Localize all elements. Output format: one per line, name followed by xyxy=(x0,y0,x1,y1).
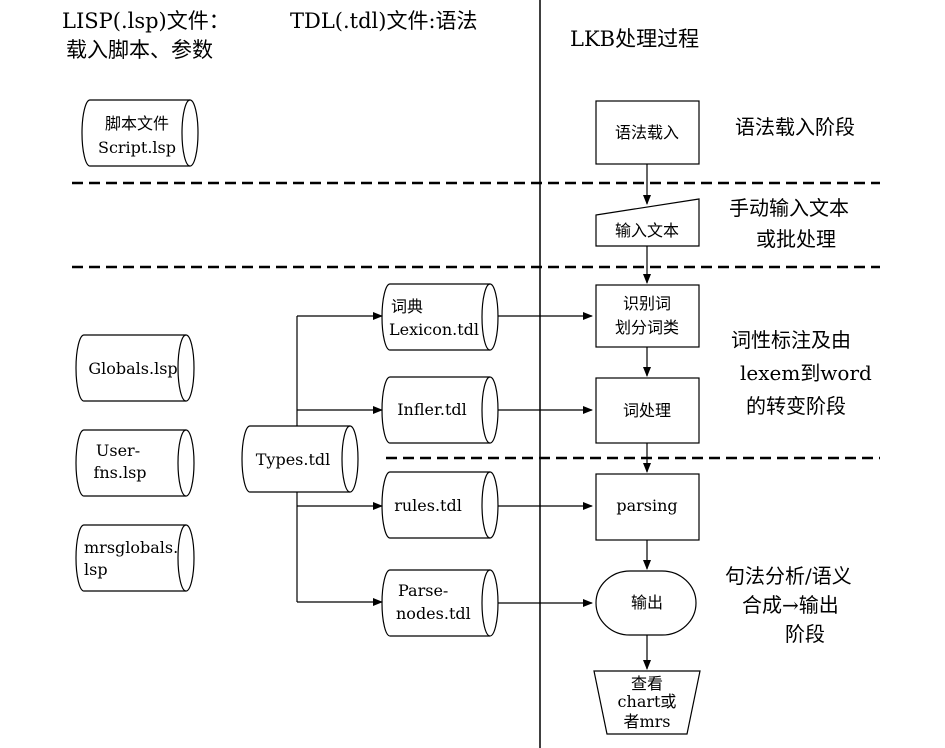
process-view-chart-line1: 查看 xyxy=(631,674,663,693)
process-parsing-label: parsing xyxy=(616,496,677,515)
process-identify-words-line2: 划分词类 xyxy=(615,318,679,337)
tdl-file-lexicon-line1: 词典 xyxy=(391,297,423,316)
process-view-chart-line2: chart或 xyxy=(618,692,677,711)
header-lkb: LKB处理过程 xyxy=(570,27,699,51)
process-grammar-load: 语法载入 xyxy=(595,100,700,165)
lisp-file-script: 脚本文件 Script.lsp xyxy=(81,99,199,167)
tdl-file-types-label: Types.tdl xyxy=(256,450,331,469)
tdl-file-parse-nodes: Parse- nodes.tdl xyxy=(381,569,499,637)
process-input-text-label: 输入文本 xyxy=(615,221,679,240)
process-output-label: 输出 xyxy=(631,593,663,612)
process-grammar-load-label: 语法载入 xyxy=(615,123,679,142)
process-view-chart-line3: 者mrs xyxy=(623,712,670,731)
stage-parse-line3: 阶段 xyxy=(785,622,825,646)
types-connectors xyxy=(296,312,383,606)
header-lisp-line2: 载入脚本、参数 xyxy=(66,38,213,62)
lisp-file-script-line1: 脚本文件 xyxy=(105,114,169,133)
process-view-chart: 查看 chart或 者mrs xyxy=(593,670,701,735)
stage-parse-line2: 合成→输出 xyxy=(742,593,839,617)
process-word-processing: 词处理 xyxy=(595,377,700,444)
lisp-file-userfns-line2: fns.lsp xyxy=(93,463,146,482)
lisp-file-script-line2: Script.lsp xyxy=(98,138,176,157)
tdl-file-lexicon-line2: Lexicon.tdl xyxy=(389,320,479,339)
stage-input-line1: 手动输入文本 xyxy=(729,196,849,220)
tdl-file-parse-nodes-line1: Parse- xyxy=(398,581,448,600)
process-parsing: parsing xyxy=(595,473,700,541)
lisp-file-userfns: User- fns.lsp xyxy=(75,429,195,497)
stage-pos-line2: lexem到word xyxy=(740,361,872,385)
tdl-file-lexicon: 词典 Lexicon.tdl xyxy=(381,283,499,351)
process-word-processing-label: 词处理 xyxy=(623,401,671,420)
lisp-file-mrsglobals-line2: lsp xyxy=(84,560,108,579)
tdl-to-process-arrows xyxy=(498,312,593,607)
header-tdl: TDL(.tdl)文件:语法 xyxy=(290,9,478,33)
tdl-file-rules-label: rules.tdl xyxy=(394,496,462,515)
process-identify-words: 识别词 划分词类 xyxy=(595,284,700,348)
process-identify-words-line1: 识别词 xyxy=(623,294,671,313)
tdl-file-infler-label: Infler.tdl xyxy=(397,400,467,419)
process-input-text: 输入文本 xyxy=(595,198,700,247)
stage-pos-line1: 词性标注及由 xyxy=(731,328,851,352)
tdl-file-infler: Infler.tdl xyxy=(381,376,499,444)
tdl-file-types: Types.tdl xyxy=(241,425,359,493)
lisp-file-userfns-line1: User- xyxy=(96,441,140,460)
stage-input-line2: 或批处理 xyxy=(756,227,836,251)
process-output: 输出 xyxy=(595,570,697,636)
lisp-file-globals-line1: Globals.lsp xyxy=(88,359,177,378)
stage-load-label: 语法载入阶段 xyxy=(735,115,855,139)
lisp-file-mrsglobals-line1: mrsglobals. xyxy=(84,538,178,557)
lisp-file-globals: Globals.lsp xyxy=(75,334,195,402)
header-lisp-line1: LISP(.lsp)文件： xyxy=(62,9,230,33)
tdl-file-rules: rules.tdl xyxy=(381,471,499,539)
stage-pos-line3: 的转变阶段 xyxy=(746,394,846,418)
lisp-file-mrsglobals: mrsglobals. lsp xyxy=(75,524,195,592)
tdl-file-parse-nodes-line2: nodes.tdl xyxy=(396,604,471,623)
stage-parse-line1: 句法分析/语义 xyxy=(725,564,852,588)
